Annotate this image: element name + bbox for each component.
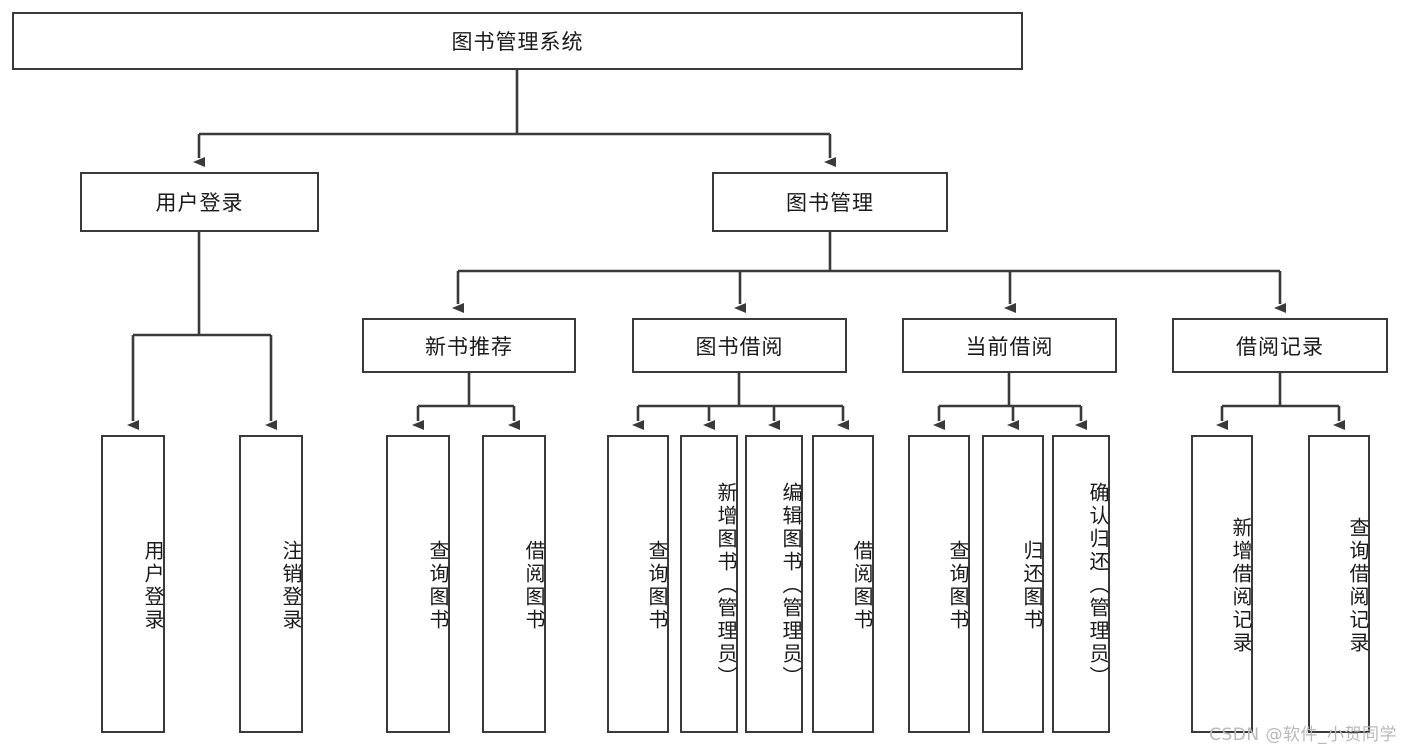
leaf-add-book[interactable]: 新增图书（管理员） [680,435,738,733]
leaf-user-logout[interactable]: 注销登录 [239,435,303,733]
leaf-query-book-1-label: 查询图书 [426,540,450,632]
leaf-add-record[interactable]: 新增借阅记录 [1191,435,1253,733]
node-book-manage[interactable]: 图书管理 [712,172,948,232]
watermark: CSDN @软件_小贺同学 [1209,725,1397,745]
leaf-return-book[interactable]: 归还图书 [982,435,1044,733]
leaf-query-record-label: 查询借阅记录 [1346,516,1370,655]
leaf-add-book-label: 新增图书（管理员） [714,482,738,689]
node-root[interactable]: 图书管理系统 [12,12,1023,70]
node-borrow-record[interactable]: 借阅记录 [1172,318,1388,373]
leaf-borrow-book-2[interactable]: 借阅图书 [812,435,874,733]
node-user-login[interactable]: 用户登录 [80,172,319,232]
node-current-borrow-label: 当前借阅 [965,334,1054,359]
leaf-add-record-label: 新增借阅记录 [1229,516,1253,655]
node-borrow-record-label: 借阅记录 [1236,334,1324,359]
node-root-label: 图书管理系统 [451,30,584,54]
leaf-query-record[interactable]: 查询借阅记录 [1308,435,1370,733]
leaf-borrow-book-1[interactable]: 借阅图书 [482,435,546,733]
leaf-edit-book-label: 编辑图书（管理员） [779,482,803,689]
node-book-borrow[interactable]: 图书借阅 [632,318,847,373]
leaf-user-logout-label: 注销登录 [279,540,303,632]
node-new-book-rec-label: 新书推荐 [425,334,513,359]
leaf-confirm-return-label: 确认归还（管理员） [1086,482,1110,689]
leaf-query-book-3[interactable]: 查询图书 [908,435,970,733]
leaf-query-book-2[interactable]: 查询图书 [607,435,669,733]
leaf-query-book-3-label: 查询图书 [946,540,970,632]
node-book-borrow-label: 图书借阅 [695,334,784,359]
node-new-book-rec[interactable]: 新书推荐 [362,318,576,373]
leaf-user-login-label: 用户登录 [141,540,165,632]
node-user-login-label: 用户登录 [155,191,244,215]
leaf-query-book-1[interactable]: 查询图书 [386,435,450,733]
leaf-return-book-label: 归还图书 [1020,540,1044,632]
node-book-manage-label: 图书管理 [786,191,874,215]
leaf-borrow-book-2-label: 借阅图书 [850,540,874,632]
leaf-confirm-return[interactable]: 确认归还（管理员） [1052,435,1110,733]
node-current-borrow[interactable]: 当前借阅 [902,318,1117,373]
leaf-edit-book[interactable]: 编辑图书（管理员） [745,435,803,733]
leaf-query-book-2-label: 查询图书 [645,540,669,632]
leaf-borrow-book-1-label: 借阅图书 [522,540,546,632]
leaf-user-login[interactable]: 用户登录 [101,435,165,733]
